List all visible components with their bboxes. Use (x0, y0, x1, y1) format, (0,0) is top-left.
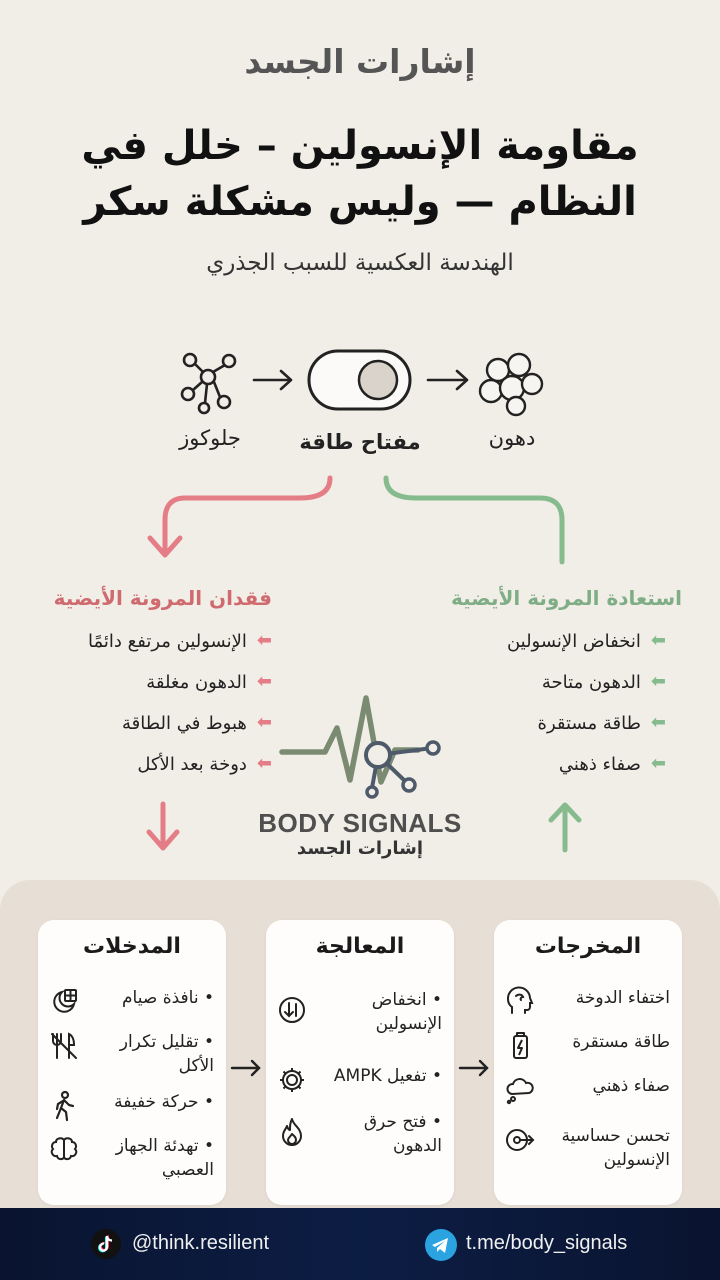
list-item: ⬅الدهون متاحة (541, 671, 666, 693)
logo-text: BODY SIGNALS (258, 808, 462, 838)
glucose-label: جلوكوز (179, 426, 241, 450)
outputs-card: المخرجات اختفاء الدوخة طاقة مستقرة صفاء … (494, 920, 682, 1205)
battery-icon (513, 1032, 528, 1059)
list-item: ⬅الدهون مغلقة (146, 671, 272, 693)
energy-switch-label: مفتاح طاقة (299, 430, 421, 454)
telegram-link[interactable]: t.me/body_signals (466, 1232, 628, 1254)
gear-icon (280, 1068, 304, 1092)
list-item: • تهدئة الجهاز العصبي (48, 1134, 214, 1182)
left-arrow-icon: ⬅ (650, 712, 666, 733)
thought-cloud-icon (506, 1078, 534, 1105)
list-item: تحسن حساسية الإنسولين (504, 1124, 670, 1172)
fat-cells-icon (478, 352, 544, 417)
loss-title: فقدان المرونة الأيضية (53, 586, 272, 610)
toggle-switch-icon (307, 349, 412, 411)
restore-title: استعادة المرونة الأيضية (450, 586, 682, 610)
list-item: • فتح حرق الدهون (276, 1110, 442, 1158)
utensils-crossed-icon (51, 1032, 77, 1059)
right-arrow-icon (230, 1059, 261, 1077)
flame-icon (282, 1118, 302, 1146)
left-arrow-icon: ⬅ (650, 753, 666, 774)
telegram-icon (425, 1229, 457, 1261)
list-item: ⬅صفاء ذهني (558, 753, 666, 775)
list-item: صفاء ذهني (504, 1074, 670, 1106)
left-arrow-icon: ⬅ (650, 630, 666, 651)
list-item: ⬅طاقة مستقرة (537, 712, 666, 734)
footer-bar: @think.resilient t.me/body_signals (0, 1208, 720, 1280)
body-signals-logo (279, 695, 441, 799)
walking-person-icon (55, 1090, 75, 1122)
card-title: المدخلات (83, 934, 181, 959)
brand-title: إشارات الجسد (244, 42, 476, 81)
card-title: المخرجات (534, 934, 642, 959)
page-title: مقاومة الإنسولين – خلل في النظام — وليس … (60, 118, 660, 230)
card-title: المعالجة (315, 934, 405, 959)
processing-card: المعالجة • انخفاض الإنسولين • تفعيل AMPK… (266, 920, 454, 1205)
left-arrow-icon: ⬅ (256, 671, 272, 692)
loss-list: ⬅الإنسولين مرتفع دائمًا ⬅الدهون مغلقة ⬅ه… (0, 626, 272, 779)
left-arrow-icon: ⬅ (650, 671, 666, 692)
down-arrow-circle-icon (279, 997, 305, 1023)
restore-list: ⬅انخفاض الإنسولين ⬅الدهون متاحة ⬅طاقة مس… (400, 626, 666, 779)
molecule-icon (180, 352, 237, 415)
list-item: ⬅دوخة بعد الأكل (137, 753, 272, 775)
list-item: ⬅الإنسولين مرتفع دائمًا (88, 630, 272, 652)
flow-diagram (146, 349, 582, 853)
list-item: • نافذة صيام (48, 986, 214, 1018)
title-line-1: مقاومة الإنسولين – خلل في (81, 123, 639, 169)
left-arrow-icon: ⬅ (256, 712, 272, 733)
list-item: • حركة خفيفة (48, 1090, 214, 1122)
list-item: اختفاء الدوخة (504, 986, 670, 1018)
tiktok-icon (91, 1229, 121, 1259)
list-item: • تقليل تكرار الأكل (48, 1030, 214, 1078)
page-subtitle: الهندسة العكسية للسبب الجذري (206, 250, 514, 276)
list-item: طاقة مستقرة (504, 1030, 670, 1062)
list-item: • انخفاض الإنسولين (276, 988, 442, 1036)
list-item: ⬅انخفاض الإنسولين (506, 630, 666, 652)
fats-label: دهون (488, 426, 536, 450)
left-arrow-icon: ⬅ (256, 630, 272, 651)
target-arrow-icon (506, 1129, 535, 1151)
head-icon (506, 986, 534, 1014)
list-item: • تفعيل AMPK (276, 1064, 442, 1096)
right-arrow-icon (458, 1059, 489, 1077)
brain-icon (50, 1137, 78, 1161)
title-line-2: النظام — وليس مشكلة سكر (83, 179, 637, 225)
tiktok-handle[interactable]: @think.resilient (132, 1232, 270, 1254)
logo-subtext: إشارات الجسد (296, 838, 424, 859)
moon-calendar-icon (53, 989, 77, 1013)
left-arrow-icon: ⬅ (256, 753, 272, 774)
list-item: ⬅هبوط في الطاقة (121, 712, 272, 734)
inputs-card: المدخلات • نافذة صيام • تقليل تكرار الأك… (38, 920, 226, 1205)
